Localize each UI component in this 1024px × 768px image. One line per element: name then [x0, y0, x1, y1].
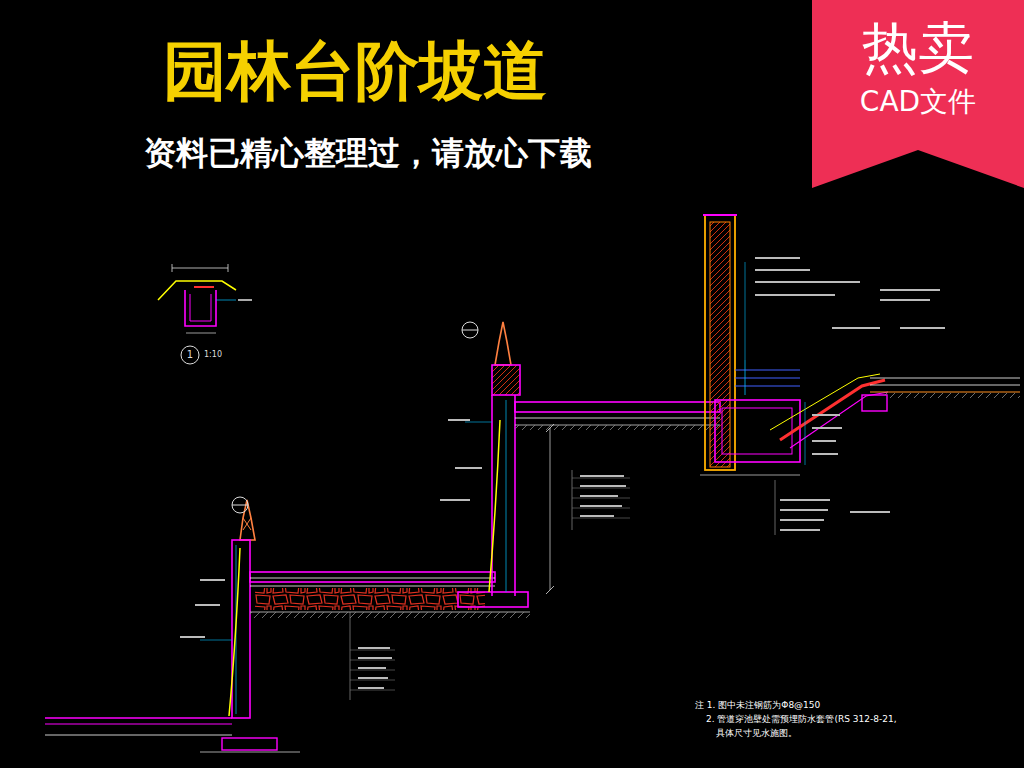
note-line: 2. 管道穿池壁处需预埋防水套管(RS 312-8-21,	[706, 714, 897, 724]
subtitle: 资料已精心整理过，请放心下载	[144, 135, 592, 172]
note-line: 注 1. 图中未注钢筋为Φ8@150	[695, 700, 820, 710]
hot-sale-badge: 热卖CAD文件	[812, 0, 1024, 188]
detail-1	[158, 264, 252, 364]
page-title: 园林台阶坡道	[163, 35, 547, 109]
badge-subtext: CAD文件	[812, 80, 1024, 118]
scale-note: 1:10	[204, 350, 222, 359]
badge-pennant	[812, 0, 1024, 188]
wall-and-ramp	[700, 215, 1020, 535]
callout-number: 1	[187, 349, 193, 361]
lower-step	[45, 497, 530, 752]
middle-step	[440, 322, 720, 596]
note-line: 具体尺寸见水施图。	[716, 728, 797, 738]
badge-heading: 热卖	[812, 0, 1024, 80]
